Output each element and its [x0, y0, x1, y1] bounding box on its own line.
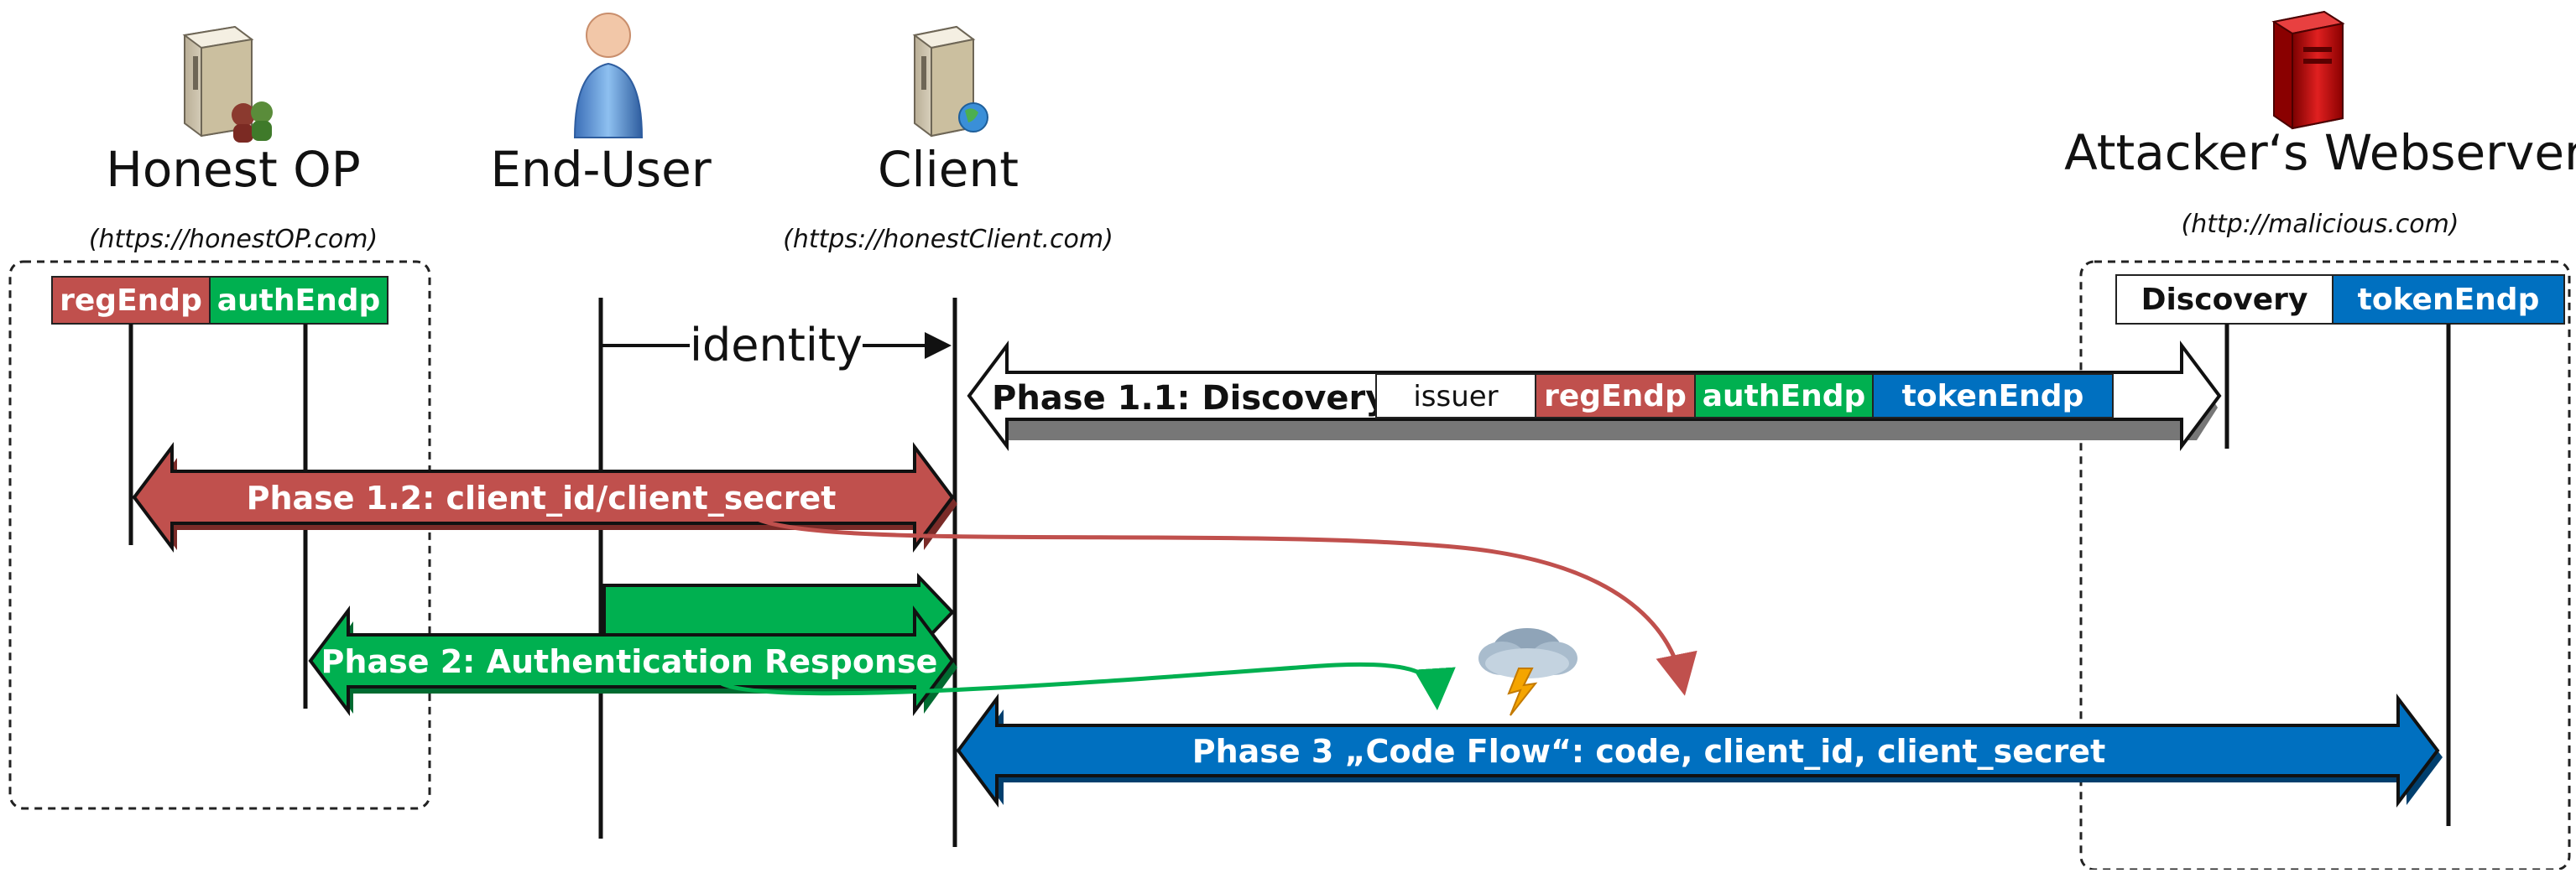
- end-user-name: End-User: [490, 141, 712, 198]
- end-user-icon: [573, 13, 644, 138]
- attacker-domain-box: [2079, 260, 2571, 871]
- attacker-tokenendp-box: [2332, 274, 2565, 325]
- client-secret-leak-curve: [749, 513, 1697, 696]
- phase-3-arrow: [956, 693, 2443, 808]
- honest-op-server-icon: [182, 25, 273, 143]
- honest-authendp-box: [209, 276, 388, 325]
- phase-1-1-authendp-label: authEndp: [1703, 379, 1866, 413]
- phase-1-2-arrow: [132, 442, 957, 553]
- honest-op-name: Honest OP: [106, 141, 361, 198]
- phase-1-1-tokenendp-box: [1872, 373, 2114, 418]
- phase-1-1-regendp-box: [1535, 373, 1696, 418]
- attacker-server-icon: [2271, 10, 2345, 130]
- attacker-origin: (http://malicious.com): [2181, 210, 2459, 239]
- attacker-tokenendp-label: tokenEndp: [2358, 283, 2540, 317]
- honest-regendp-label: regEndp: [60, 283, 202, 318]
- identity-label: identity: [690, 319, 863, 372]
- phase-1-1-label: Phase 1.1: Discovery: [992, 379, 1387, 418]
- honest-op-origin: (https://honestOP.com): [89, 225, 378, 254]
- client-name: Client: [878, 141, 1019, 198]
- client-server-icon: [912, 25, 988, 138]
- storm-cloud-icon: [1478, 628, 1577, 716]
- phase-2-arrow: [308, 605, 957, 716]
- auth-response-leak-curve: [720, 662, 1456, 710]
- honest-op-domain-box: [8, 260, 431, 810]
- client-origin: (https://honestClient.com): [783, 225, 1113, 254]
- honest-regendp-box: [51, 276, 211, 325]
- phase-2-label: Phase 2: Authentication Response: [321, 643, 938, 680]
- phase-1-1-issuer-label: issuer: [1413, 380, 1498, 413]
- attacker-discovery-label: Discovery: [2141, 283, 2308, 317]
- phase-1-1-tokenendp-label: tokenEndp: [1902, 379, 2084, 413]
- honest-authendp-label: authEndp: [217, 283, 381, 318]
- phase-3-label: Phase 3 „Code Flow“: code, client_id, cl…: [1192, 733, 2106, 770]
- phase-1-1-regendp-label: regEndp: [1544, 379, 1687, 413]
- phase-1-1-issuer-box: [1375, 373, 1536, 418]
- phase-1-2-label: Phase 1.2: client_id/client_secret: [247, 480, 837, 517]
- attacker-name: Attacker‘s Webserver: [2064, 124, 2576, 181]
